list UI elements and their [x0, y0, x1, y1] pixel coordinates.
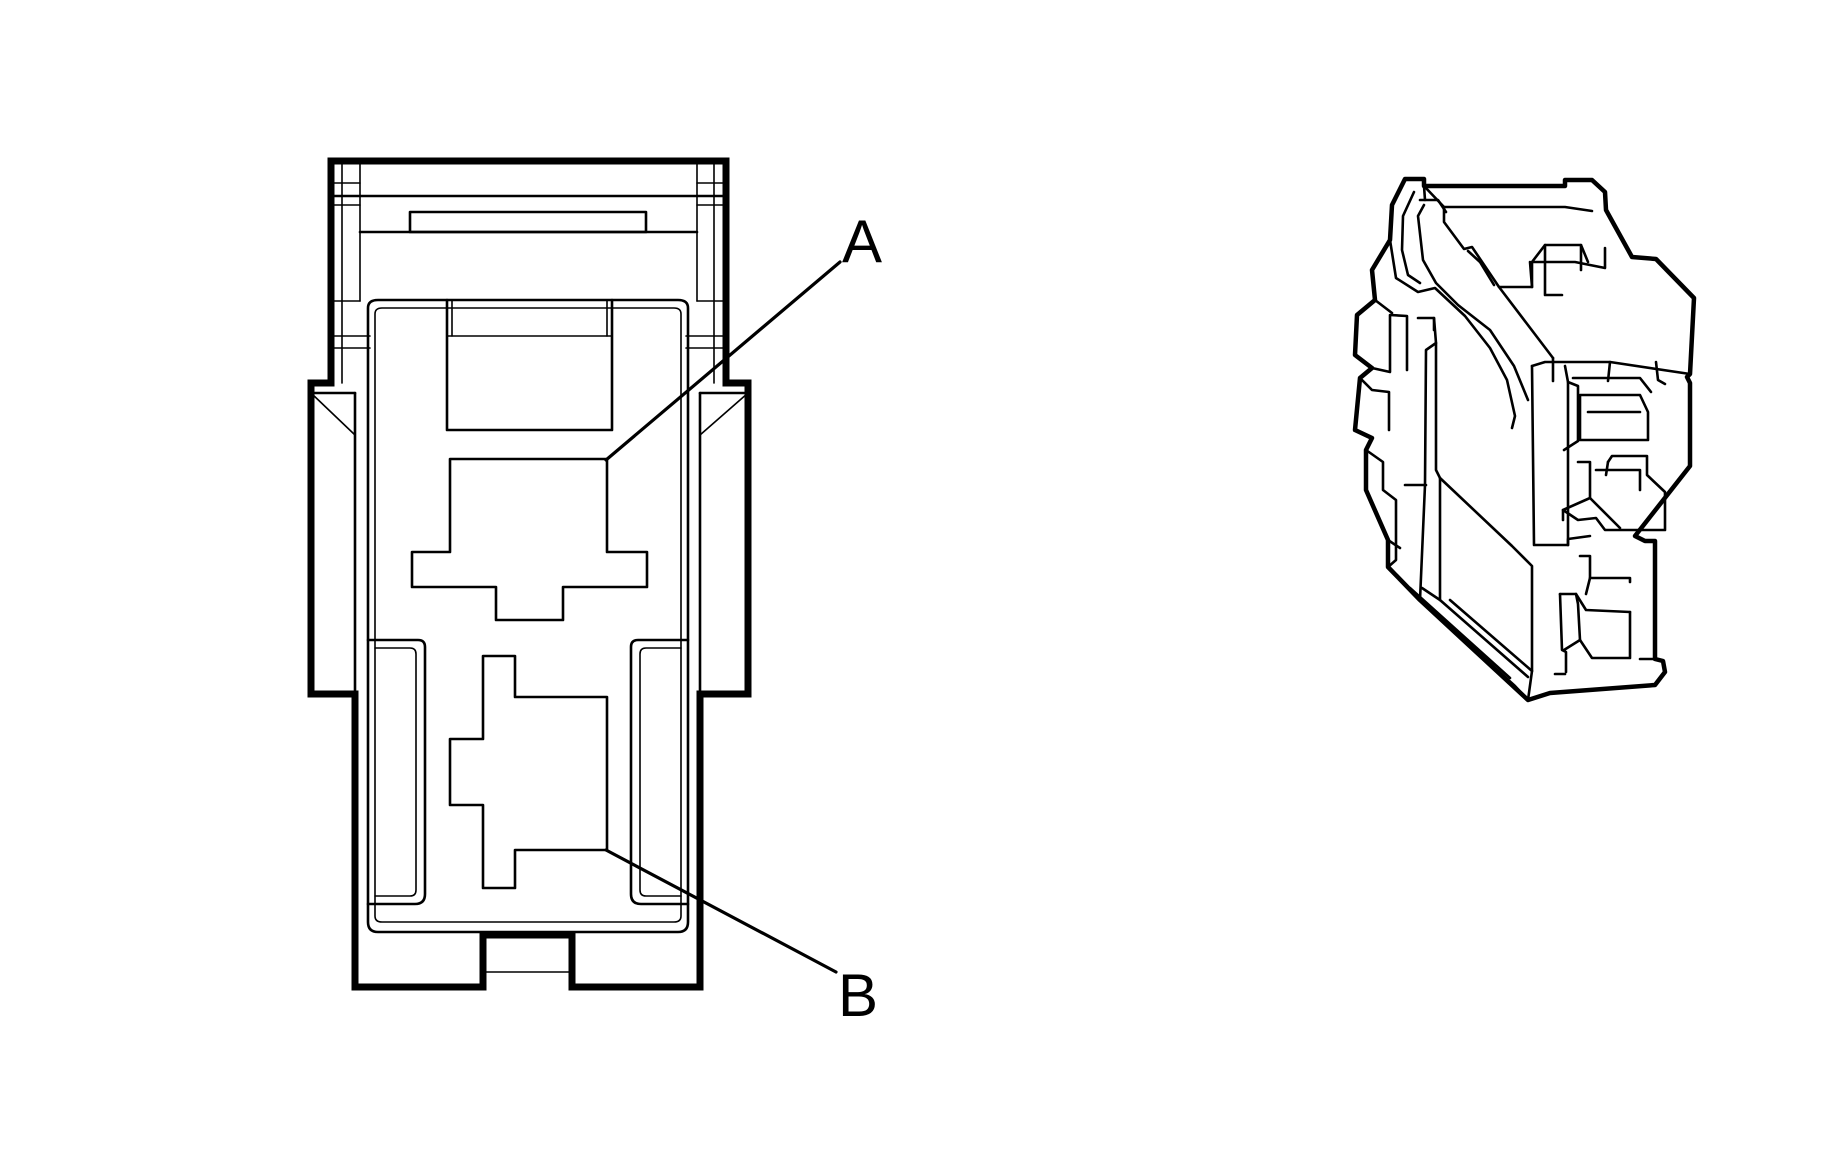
terminal-cavity-a	[410, 457, 649, 622]
top-latch	[329, 160, 728, 384]
leader-line-b	[604, 848, 838, 974]
callout-b: B	[604, 848, 878, 1029]
connector-isometric-view	[1352, 176, 1697, 703]
connector-face-view	[307, 157, 752, 991]
connector-outer-outline	[307, 157, 752, 991]
callout-label-a: A	[842, 208, 882, 275]
inner-housing	[366, 298, 690, 934]
terminal-cavity-b	[448, 654, 609, 890]
callout-label-b: B	[838, 962, 878, 1029]
leader-line-a	[604, 260, 842, 462]
bottom-lock	[482, 934, 573, 973]
side-ears	[309, 391, 750, 696]
callout-a: A	[604, 208, 882, 462]
lower-rails	[366, 638, 690, 906]
